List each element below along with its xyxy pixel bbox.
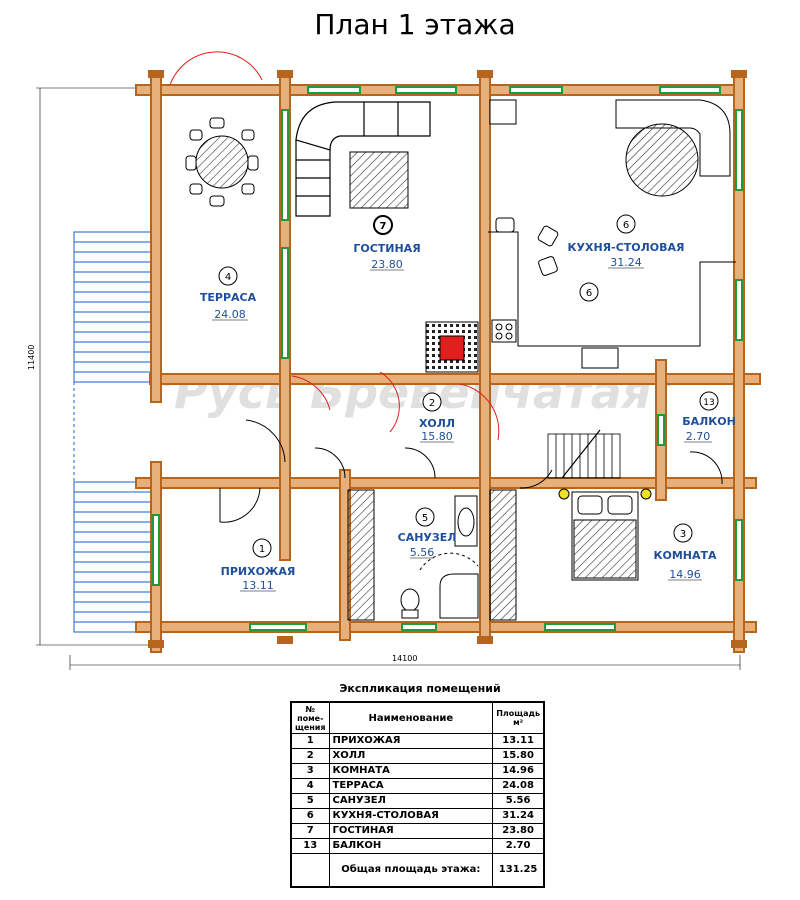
room-num-circle <box>218 266 238 286</box>
interior-stair <box>547 429 621 479</box>
room-6-number: 6 <box>623 220 629 231</box>
room-4-area: 24.08 <box>214 308 246 321</box>
row-area: 5.56 <box>492 793 545 809</box>
table-row: 4 ТЕРРАСА 24.08 <box>290 778 545 794</box>
room-num-circle <box>579 282 599 302</box>
header-num: № поме- щения <box>290 701 330 734</box>
room-1-name: ПРИХОЖАЯ <box>221 565 296 578</box>
total-label: Общая площадь этажа: <box>328 853 494 888</box>
page-title: План 1 этажа <box>314 8 516 41</box>
kitchen-sofa <box>615 99 731 197</box>
room-1-area: 13.11 <box>242 579 274 592</box>
total-value: 131.25 <box>492 853 545 888</box>
terrace-table <box>185 117 259 207</box>
table-row: 2 ХОЛЛ 15.80 <box>290 748 545 764</box>
table-row: 5 САНУЗЕЛ 5.56 <box>290 793 545 809</box>
room-num-circle <box>673 523 693 543</box>
room-3-name: КОМНАТА <box>653 549 717 562</box>
row-area: 14.96 <box>492 763 545 779</box>
row-area: 13.11 <box>492 733 545 749</box>
room-num-circle <box>616 214 636 234</box>
height-dimension: 11400 <box>27 345 36 370</box>
doors <box>169 51 723 523</box>
room-6-area: 31.24 <box>610 256 642 269</box>
room-num-circle <box>252 538 272 558</box>
total-num <box>290 853 330 888</box>
room-num-circle <box>415 507 435 527</box>
room-num-circle <box>373 215 393 235</box>
table-row: 3 КОМНАТА 14.96 <box>290 763 545 779</box>
row-area: 23.80 <box>492 823 545 839</box>
width-dimension: 14100 <box>392 654 417 663</box>
kitchen-counter <box>488 217 736 369</box>
room-1-number: 1 <box>259 544 265 555</box>
room-num-circle <box>422 392 442 412</box>
table-row: 1 ПРИХОЖАЯ 13.11 <box>290 733 545 749</box>
row-name: КУХНЯ-СТОЛОВАЯ <box>328 808 494 824</box>
coffee-table <box>349 151 409 209</box>
row-num: 6 <box>290 808 330 824</box>
row-num: 7 <box>290 823 330 839</box>
table-header-row: № поме- щения Наименование Площадь м² <box>290 701 545 734</box>
row-name: ТЕРРАСА <box>328 778 494 794</box>
left-stairs-lower <box>73 481 155 633</box>
table-row: 7 ГОСТИНАЯ 23.80 <box>290 823 545 839</box>
living-room-sofa <box>295 101 431 217</box>
row-area: 2.70 <box>492 838 545 854</box>
room-7-number: 7 <box>380 221 387 232</box>
row-area: 24.08 <box>492 778 545 794</box>
room-5-name: САНУЗЕЛ <box>398 531 457 544</box>
windows <box>152 86 743 631</box>
row-num: 5 <box>290 793 330 809</box>
total-row: Общая площадь этажа: 131.25 <box>290 853 545 888</box>
row-num: 4 <box>290 778 330 794</box>
dimension-lines <box>36 87 741 670</box>
room-6-name: КУХНЯ-СТОЛОВАЯ <box>568 241 685 254</box>
room-5-area: 5.56 <box>410 546 435 559</box>
bathroom-fixtures <box>400 495 479 619</box>
tv-stand <box>489 99 517 125</box>
room-4-number: 4 <box>225 272 231 283</box>
left-stairs-upper <box>73 231 155 383</box>
row-num: 2 <box>290 748 330 764</box>
row-area: 15.80 <box>492 748 545 764</box>
explication-table: № поме- щения Наименование Площадь м² 1 … <box>290 701 545 888</box>
bed <box>558 488 652 581</box>
row-name: ПРИХОЖАЯ <box>328 733 494 749</box>
row-num: 3 <box>290 763 330 779</box>
fireplace <box>425 321 479 373</box>
room-13-number: 13 <box>703 398 714 408</box>
row-num: 13 <box>290 838 330 854</box>
header-area: Площадь м² <box>492 701 545 734</box>
room-5-number: 5 <box>422 513 428 524</box>
explication-title: Экспликация помещений <box>339 682 501 695</box>
room-2-number: 2 <box>429 398 435 409</box>
room-2-name: ХОЛЛ <box>419 417 455 430</box>
row-name: ХОЛЛ <box>328 748 494 764</box>
row-name: БАЛКОН <box>328 838 494 854</box>
row-name: КОМНАТА <box>328 763 494 779</box>
row-num: 1 <box>290 733 330 749</box>
row-name: ГОСТИНАЯ <box>328 823 494 839</box>
room-7-area: 23.80 <box>371 258 403 271</box>
room-6-extra-number: 6 <box>586 288 592 299</box>
room-7-name: ГОСТИНАЯ <box>353 242 420 255</box>
room-num-circle <box>699 391 719 411</box>
room-13-name: БАЛКОН <box>682 415 736 428</box>
room-3-number: 3 <box>680 529 686 540</box>
floor-plan: "Русь Бревенчатая" 11400 14100 <box>27 51 761 670</box>
room-4-name: ТЕРРАСА <box>200 291 257 304</box>
wardrobes <box>347 489 517 621</box>
row-name: САНУЗЕЛ <box>328 793 494 809</box>
room-3-area: 14.96 <box>669 568 701 581</box>
row-area: 31.24 <box>492 808 545 824</box>
table-row: 6 КУХНЯ-СТОЛОВАЯ 31.24 <box>290 808 545 824</box>
header-name: Наименование <box>328 701 494 734</box>
room-2-area: 15.80 <box>421 430 453 443</box>
log-corners <box>148 70 747 648</box>
table-row: 13 БАЛКОН 2.70 <box>290 838 545 854</box>
room-13-area: 2.70 <box>686 430 711 443</box>
